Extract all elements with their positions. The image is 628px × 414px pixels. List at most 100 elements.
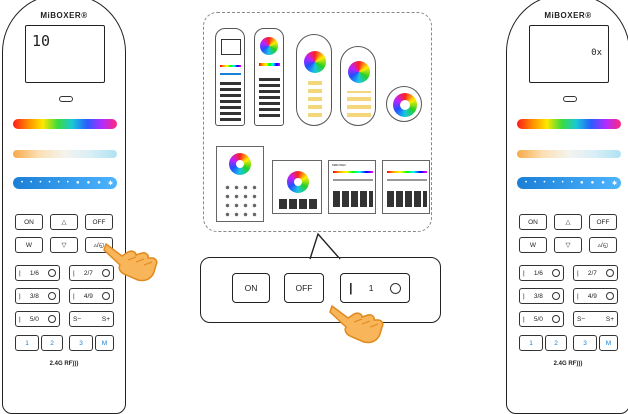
zone-2-7-button[interactable]: |2/7 — [69, 265, 114, 281]
zone-2-7-button[interactable]: |2/7 — [573, 265, 618, 281]
zone-circle-icon — [48, 315, 56, 323]
brightness-strip[interactable] — [13, 177, 117, 189]
memory-m-button[interactable]: M — [95, 335, 114, 351]
white-button[interactable]: W — [15, 237, 43, 253]
up-icon: △ — [61, 219, 67, 226]
zone-label: 1/6 — [29, 269, 39, 277]
zone-circle-icon — [48, 292, 56, 300]
zone-label: 4/9 — [587, 292, 597, 300]
zone-label: 5/0 — [533, 315, 543, 323]
mode-button[interactable]: ▵/◵ — [589, 237, 617, 253]
device-remote-oval-2 — [340, 46, 376, 126]
remote-display: 0x — [529, 25, 609, 83]
memory-label: 2 — [50, 339, 54, 347]
zone-5-0-button[interactable]: |5/0 — [519, 311, 564, 327]
rgb-touch-strip[interactable] — [13, 119, 117, 129]
down-icon: ▽ — [565, 242, 571, 249]
home-button[interactable] — [59, 96, 73, 102]
zone-label: 5/0 — [29, 315, 39, 323]
on-label: ON — [528, 218, 538, 226]
speed-plus-label: S+ — [605, 315, 614, 323]
zoom-zone-1-button[interactable]: | 1 — [340, 273, 410, 303]
remote-display: 10 — [25, 25, 105, 83]
rgb-touch-strip[interactable] — [517, 119, 621, 129]
memory-label: 3 — [583, 339, 587, 347]
left-remote: MiBOXER® 10 ••••••●●●✱ ON △ OFF W ▽ ▵/◵ … — [2, 0, 126, 414]
zone-circle-icon — [552, 292, 560, 300]
device-remote-display — [215, 28, 245, 126]
down-button[interactable]: ▽ — [50, 237, 78, 253]
zone-3-8-button[interactable]: |3/8 — [519, 288, 564, 304]
right-remote: MiBOXER® 0x ••••••●●●✱ ON △ OFF W ▽ ▵/◵ … — [506, 0, 628, 414]
mode-icon: ▵/◵ — [93, 242, 105, 249]
memory-label: 1 — [25, 339, 29, 347]
white-button[interactable]: W — [519, 237, 547, 253]
speed-button[interactable]: S−S+ — [69, 311, 114, 327]
memory-1-button[interactable]: 1 — [519, 335, 543, 351]
zone-label: 3/8 — [29, 292, 39, 300]
memory-m-button[interactable]: M — [599, 335, 618, 351]
zone-label: 2/7 — [587, 269, 597, 277]
color-temperature-strip[interactable] — [13, 150, 117, 158]
zone-circle-icon — [606, 292, 614, 300]
on-label: ON — [244, 283, 258, 293]
home-button[interactable] — [563, 96, 577, 102]
zoom-off-button[interactable]: OFF — [284, 273, 324, 303]
memory-2-button[interactable]: 2 — [545, 335, 567, 351]
off-button[interactable]: OFF — [589, 214, 617, 230]
device-wall-panel-4 — [382, 160, 430, 214]
zone-4-9-button[interactable]: |4/9 — [69, 288, 114, 304]
off-button[interactable]: OFF — [85, 214, 113, 230]
zoom-on-button[interactable]: ON — [232, 273, 270, 303]
off-label: OFF — [596, 218, 610, 226]
white-label: W — [529, 241, 537, 249]
on-button[interactable]: ON — [519, 214, 547, 230]
memory-label: 3 — [79, 339, 83, 347]
pointing-hand-icon — [329, 305, 384, 344]
color-temperature-strip[interactable] — [517, 150, 621, 158]
mode-icon: ▵/◵ — [597, 242, 609, 249]
zone-circle-icon — [552, 315, 560, 323]
display-value: 0x — [591, 48, 602, 58]
memory-3-button[interactable]: 3 — [573, 335, 597, 351]
brightness-strip[interactable] — [517, 177, 621, 189]
zone-label: 2/7 — [83, 269, 93, 277]
brand-logo: MiBOXER® — [40, 11, 88, 20]
speed-minus-label: S− — [577, 315, 586, 323]
rf-label: 2.4G RF))) — [553, 361, 583, 367]
down-button[interactable]: ▽ — [554, 237, 582, 253]
callout-connector — [309, 232, 341, 260]
memory-label: M — [101, 339, 108, 347]
memory-3-button[interactable]: 3 — [69, 335, 93, 351]
memory-2-button[interactable]: 2 — [41, 335, 63, 351]
compatible-devices-box — [203, 12, 432, 232]
zone-circle-icon — [102, 269, 110, 277]
zone-3-8-button[interactable]: |3/8 — [15, 288, 60, 304]
zone-circle-icon — [48, 269, 56, 277]
up-button[interactable]: △ — [554, 214, 582, 230]
speed-button[interactable]: S− S+ — [573, 311, 618, 327]
rf-signal-icon: ))) — [72, 361, 79, 367]
zone-label: 3/8 — [533, 292, 543, 300]
memory-label: 1 — [529, 339, 533, 347]
memory-label: 2 — [554, 339, 558, 347]
zone-1-6-button[interactable]: |1/6 — [519, 265, 564, 281]
rf-label: 2.4G RF))) — [49, 361, 79, 367]
brightness-dots: ••••••●●●✱ — [525, 180, 617, 187]
memory-label: M — [605, 339, 612, 347]
device-round-panel — [386, 86, 422, 122]
zone-number: 1 — [368, 283, 374, 293]
zone-circle-icon — [102, 292, 110, 300]
on-button[interactable]: ON — [15, 214, 43, 230]
memory-1-button[interactable]: 1 — [15, 335, 39, 351]
up-icon: △ — [565, 219, 571, 226]
brand-logo: MiBOXER® — [544, 11, 592, 20]
device-remote-wheel — [254, 28, 284, 126]
zone-1-6-button[interactable]: |1/6 — [15, 265, 60, 281]
zone-4-9-button[interactable]: |4/9 — [573, 288, 618, 304]
off-label: OFF — [295, 283, 313, 293]
zone-5-0-button[interactable]: |5/0 — [15, 311, 60, 327]
up-button[interactable]: △ — [50, 214, 78, 230]
zone-circle-icon — [606, 269, 614, 277]
speed-minus-label: S− — [73, 315, 82, 323]
